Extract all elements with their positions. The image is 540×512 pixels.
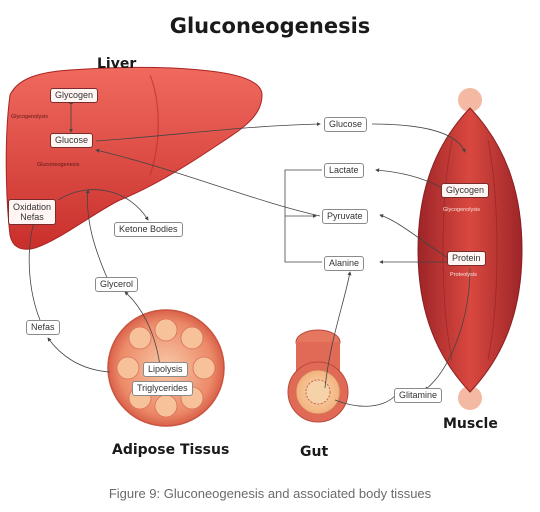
glitamine-box: Glitamine [394, 388, 443, 403]
oxidation-nefas-label: Nefas [20, 212, 44, 222]
muscle-glycogenolysis-label: Glycogenolysis [443, 207, 480, 213]
muscle-proteolysis-label: Proteolysis [450, 272, 477, 278]
muscle-glycogen-box: Glycogen [441, 183, 490, 198]
adipose-label: Adipose Tissus [112, 442, 230, 458]
glycerol-box: Glycerol [95, 277, 139, 292]
liver-glucose-box: Glucose [50, 133, 94, 148]
liver-gluconeogenesis-label: Gluconeogenesis [37, 162, 80, 168]
liver-glycogen-box: Glycogen [50, 88, 99, 103]
oxidation-label: Oxidation [13, 202, 52, 212]
muscle-shape [417, 107, 523, 393]
liver-glycogenolysis-label: Glycogenolysis [11, 114, 48, 120]
figure-caption: Figure 9: Gluconeogenesis and associated… [108, 486, 432, 501]
triglycerides-box: Triglycerides [132, 381, 193, 396]
gut-label: Gut [300, 444, 329, 460]
oxidation-nefas-box: Oxidation Nefas [8, 199, 57, 225]
liver-label: Liver [97, 56, 137, 72]
muscle-protein-box: Protein [447, 251, 486, 266]
nefas-box: Nefas [26, 320, 60, 335]
alanine-box: Alanine [324, 256, 365, 271]
page-title: Gluconeogenesis [169, 14, 371, 38]
lipolysis-box: Lipolysis [143, 362, 188, 377]
glucose-box: Glucose [324, 117, 368, 132]
muscle-label: Muscle [443, 416, 498, 432]
pyruvate-box: Pyruvate [322, 209, 368, 224]
ketone-bodies-box: Ketone Bodies [114, 222, 183, 237]
lactate-box: Lactate [324, 163, 364, 178]
